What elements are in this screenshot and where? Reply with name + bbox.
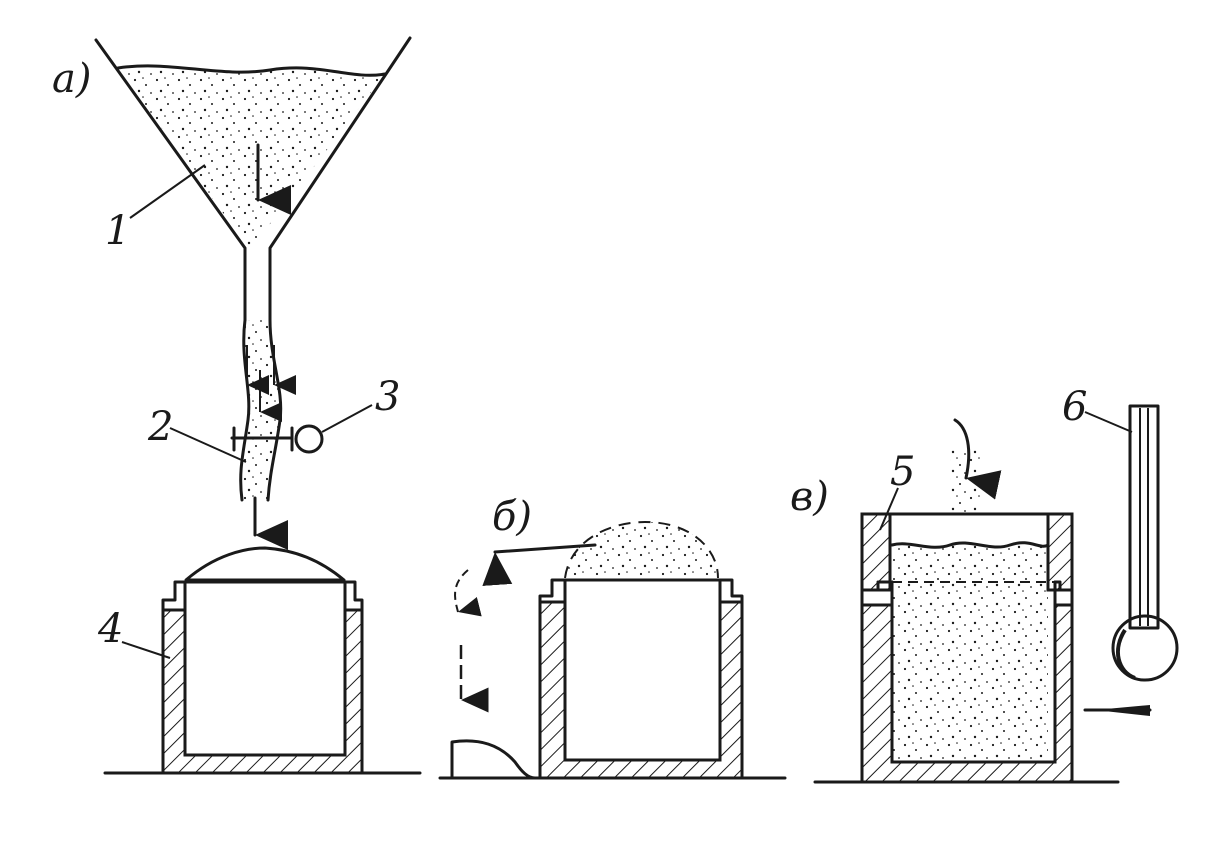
panel-b	[438, 520, 787, 780]
callout-6: 6	[1062, 384, 1087, 430]
leader-3	[321, 404, 373, 433]
rammer	[1111, 404, 1179, 682]
pouring-sand	[950, 418, 1002, 512]
panel-v	[813, 404, 1179, 784]
leader-6	[1084, 411, 1133, 433]
excess-sand-pile	[450, 739, 537, 780]
mold-a	[161, 546, 364, 775]
funnel	[94, 36, 412, 322]
leader-1	[129, 164, 206, 219]
callout-4: 4	[97, 606, 123, 652]
mold-b	[538, 520, 744, 780]
sand-stream	[239, 318, 296, 550]
leader-4	[121, 641, 171, 659]
panel-label-b: б)	[492, 494, 532, 540]
panel-label-a: а)	[52, 56, 91, 102]
callout-3: 3	[375, 374, 400, 420]
callout-2: 2	[147, 404, 173, 450]
falling-arrow-1	[454, 569, 482, 617]
leader-5	[879, 487, 899, 531]
callout-1: 1	[105, 208, 130, 254]
valve	[230, 424, 324, 454]
leader-2	[169, 427, 247, 463]
scrape-arrow	[482, 543, 597, 586]
mold-v	[860, 512, 1074, 784]
callout-5: 5	[890, 449, 915, 495]
panel-a	[94, 36, 422, 775]
panel-label-v: в)	[790, 474, 829, 520]
